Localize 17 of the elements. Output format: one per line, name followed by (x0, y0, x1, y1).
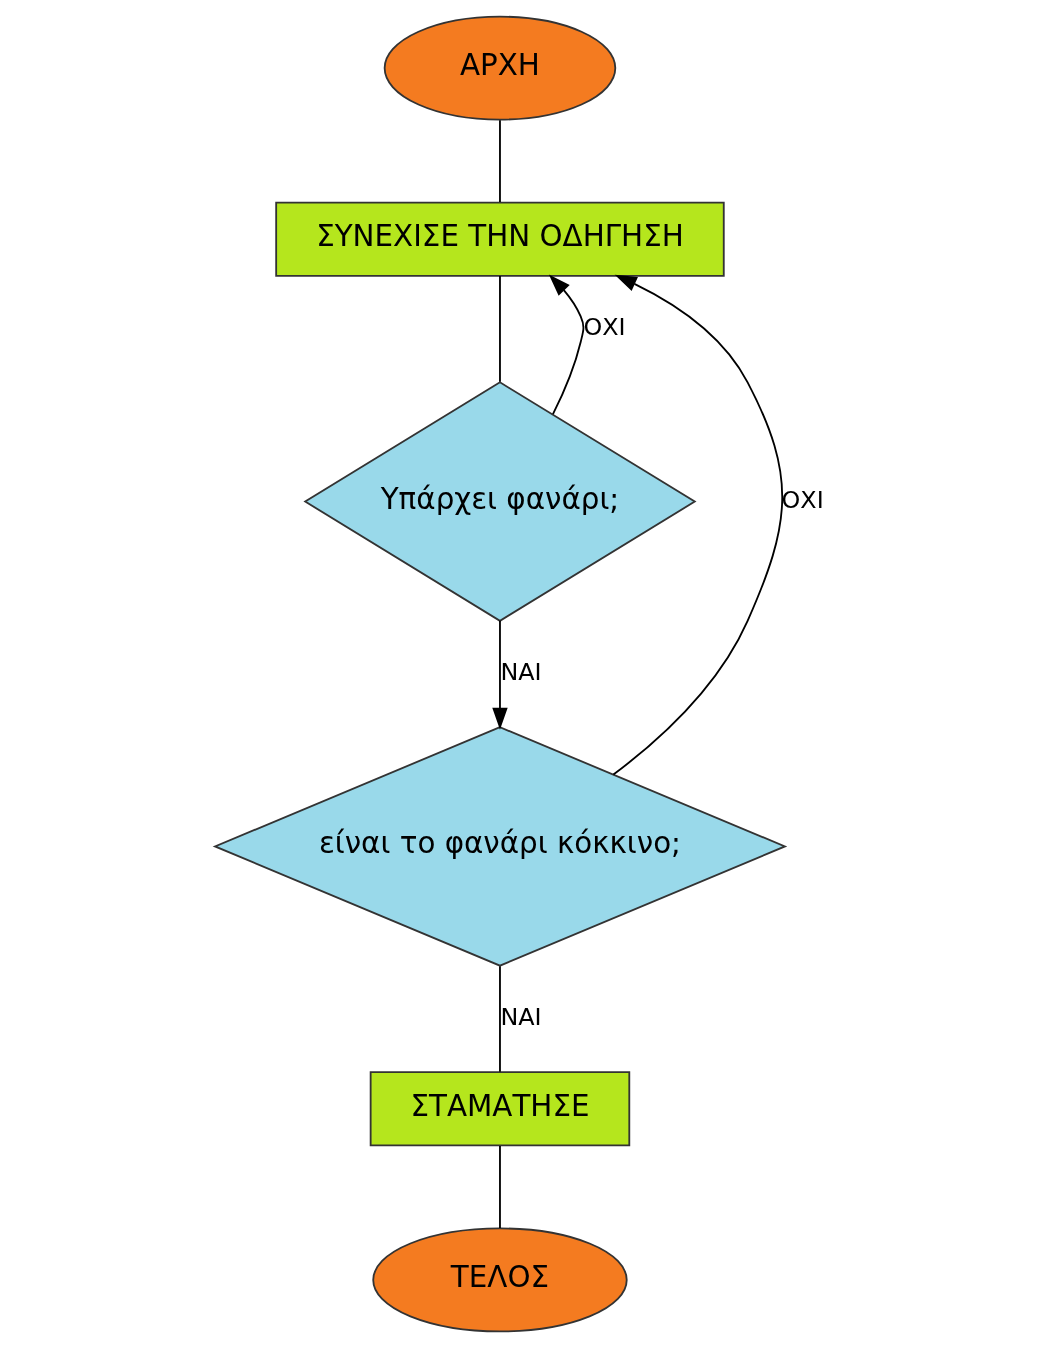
edge-label: ΝΑΙ (499, 1003, 542, 1032)
arrow (548, 274, 584, 416)
connector (498, 1145, 501, 1229)
connector (498, 965, 501, 1073)
edge-label: ΟΧΙ (781, 485, 824, 514)
node-ellipse: ΤΕΛΟΣ (371, 1227, 628, 1333)
edge-label: ΟΧΙ (582, 313, 626, 342)
node-ellipse: ΑΡΧΗ (383, 15, 616, 121)
connector (498, 275, 501, 383)
node-diamond: είναι το φανάρι κόκκινο; (212, 726, 787, 967)
edge-label: ΝΑΙ (499, 658, 542, 687)
node-box: ΣΥΝΕΧΙΣΕ ΤΗΝ ΟΔΗΓΗΣΗ (274, 201, 725, 277)
node-box: ΣΤΑΜΑΤΗΣΕ (369, 1071, 630, 1147)
node-diamond: Υπάρχει φανάρι; (302, 381, 696, 622)
arrow (612, 274, 783, 776)
arrow (491, 619, 508, 730)
connector (498, 119, 501, 203)
